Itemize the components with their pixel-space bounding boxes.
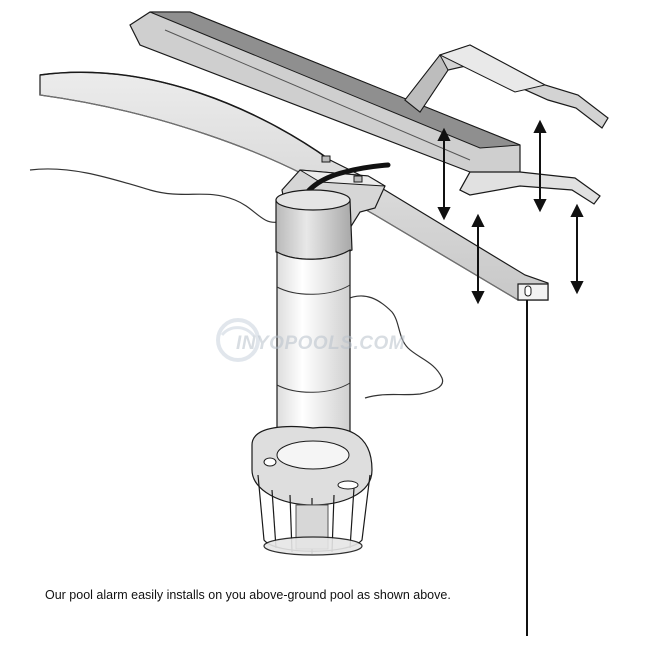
rail-end-face xyxy=(517,283,549,301)
watermark-text: INYOPOOLS.COM xyxy=(236,333,406,354)
diagram-caption: Our pool alarm easily installs on you ab… xyxy=(45,588,451,602)
watermark-logo xyxy=(216,318,260,362)
pool-wall-line xyxy=(39,71,331,161)
alarm-tube-band-2 xyxy=(276,382,351,393)
float-base-opening xyxy=(276,440,350,470)
water-surface-line xyxy=(29,168,279,223)
bracket-screw-left xyxy=(321,155,331,163)
float-base-slot-left xyxy=(263,457,277,467)
top-cap-rail-dark-face xyxy=(149,11,521,149)
rail-cap-piece-top xyxy=(438,44,547,93)
assembly-arrows xyxy=(437,119,584,305)
bracket-screw-right xyxy=(353,175,363,183)
top-cap-rail-end xyxy=(459,171,601,205)
water-surface-line-lower xyxy=(344,295,444,399)
rail-end-slot xyxy=(524,285,532,297)
float-cage-bottom xyxy=(263,536,363,556)
alarm-tube-band-1 xyxy=(276,284,351,295)
top-cap-rail-groove xyxy=(164,29,471,161)
float-base-slot-right xyxy=(337,480,359,490)
rail-cap-piece-front xyxy=(404,54,449,113)
alarm-collar-top xyxy=(275,189,351,211)
